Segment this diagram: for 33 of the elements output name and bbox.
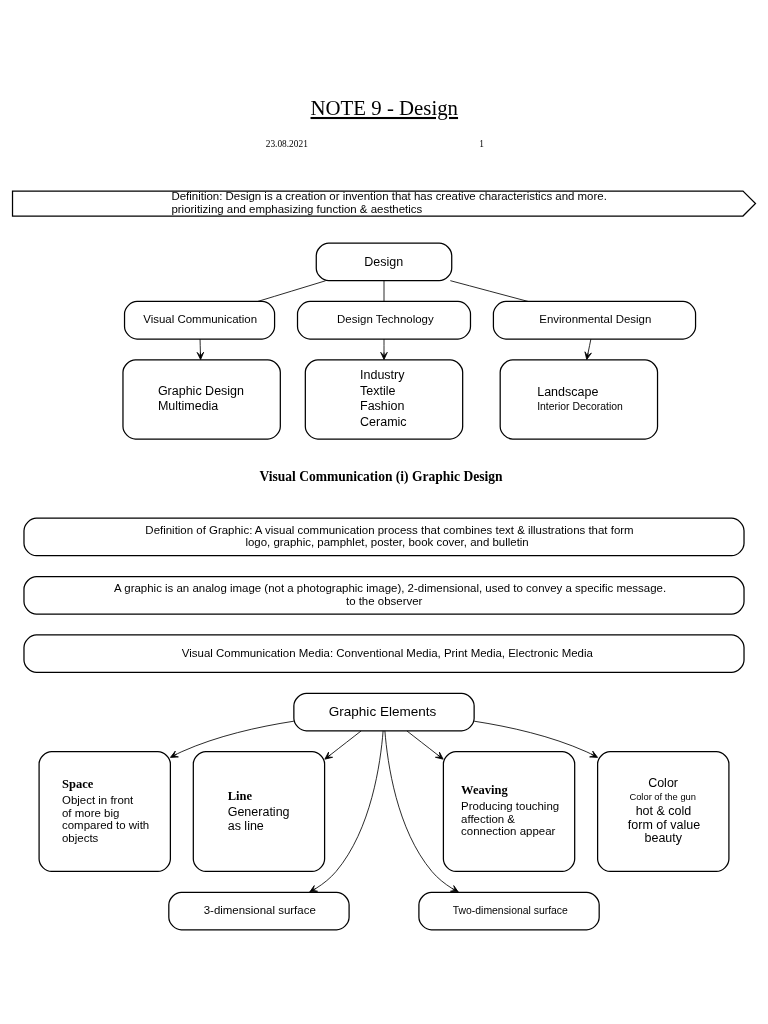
arrow [309, 730, 384, 893]
node-box: Environmental Design [492, 300, 697, 340]
label: Visual Communication (i) Graphic Design [259, 468, 503, 484]
node-box: A graphic is an analog image (not a photographic image), 2-dimensional, used to convey a specific message. to the observer [23, 575, 745, 615]
connector [449, 279, 529, 302]
node-box: 3-dimensional surface [168, 891, 350, 930]
arrow [196, 338, 205, 360]
connector [257, 279, 327, 302]
arrow [169, 720, 295, 758]
node-box: Visual Communication Media: Conventional Media, Print Media, Electronic Media [23, 633, 745, 673]
node-box: Definition of Graphic: A visual communication process that combines text & illustrations that form logo, graphic, pamphlet, poster, book cover, and bulletin [23, 517, 745, 556]
arrow [584, 338, 592, 360]
label: 1 [479, 138, 485, 149]
node-box: Two-dimensional surface [418, 891, 600, 930]
node-box: Design [315, 242, 453, 281]
node-box: Graphic Elements [293, 692, 475, 731]
arrow [406, 730, 444, 760]
node-box: Weaving Producing touching affection & connection appear [442, 750, 576, 872]
node-box: Space Object in front of more big compared to with objects [38, 750, 171, 872]
node-box: Landscape Interior Decoration [499, 358, 659, 440]
node-box: Graphic Design Multimedia [122, 358, 281, 440]
arrow [380, 338, 388, 360]
diagram-title: NOTE 9 - Design [310, 95, 459, 120]
node-box: Visual Communication [123, 300, 276, 340]
arrow [384, 730, 459, 893]
label: 23.08.2021 [265, 138, 308, 149]
arrow [324, 730, 362, 760]
node-box: Design Technology [296, 300, 472, 340]
connector [383, 279, 385, 302]
node-box: Industry Textile Fashion Ceramic [304, 358, 464, 440]
arrow [473, 720, 599, 758]
node-box: Line Generating as line [192, 750, 326, 872]
node-box: Color Color of the gun hot & cold form of value beauty [597, 750, 730, 872]
